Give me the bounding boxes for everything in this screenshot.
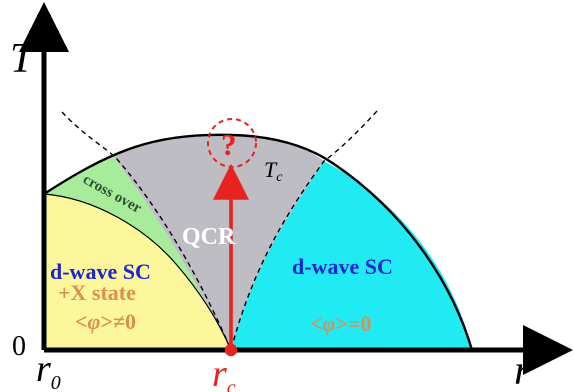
- critical-label-sub: c: [227, 377, 236, 392]
- y-axis-label: T: [10, 36, 36, 82]
- x-axis-label: r: [514, 348, 531, 392]
- left-order-prefix: <: [75, 309, 88, 334]
- right-region: [231, 161, 472, 350]
- left-order-parameter: <φ>≠0: [75, 309, 136, 334]
- right-title: d-wave SC: [292, 254, 393, 279]
- critical-point: [224, 343, 238, 357]
- left-title: d-wave SC: [50, 259, 151, 284]
- question-bubble: [207, 118, 257, 168]
- center-region: [113, 135, 324, 350]
- dome-label-sub: c: [276, 170, 283, 185]
- right-order-symbol: φ: [323, 311, 336, 336]
- question-mark: ?: [221, 127, 237, 162]
- right-order-suffix: >=0: [335, 311, 371, 336]
- left-order-suffix: >≠0: [100, 309, 136, 334]
- origin-label: 0: [12, 331, 26, 362]
- left-order-symbol: φ: [88, 309, 101, 334]
- left-region: [44, 194, 231, 350]
- right-order-prefix: <: [310, 311, 323, 336]
- left-region-boundary: [43, 193, 232, 351]
- left-dashed-boundary: [61, 111, 232, 351]
- dome-label: Tc: [264, 157, 283, 185]
- tc-dome-curve: [43, 133, 474, 351]
- right-order-parameter: <φ>=0: [310, 311, 372, 336]
- x-start-label-main: r: [36, 348, 51, 390]
- x-start-label: r0: [36, 348, 61, 392]
- critical-label-main: r: [212, 353, 227, 392]
- critical-label: rc: [212, 353, 236, 392]
- center-label: QCR: [182, 224, 236, 250]
- x-start-label-sub: 0: [51, 372, 61, 392]
- dome-label-main: T: [264, 157, 278, 182]
- left-subtitle: +X state: [58, 280, 136, 305]
- right-dashed-boundary: [230, 110, 378, 351]
